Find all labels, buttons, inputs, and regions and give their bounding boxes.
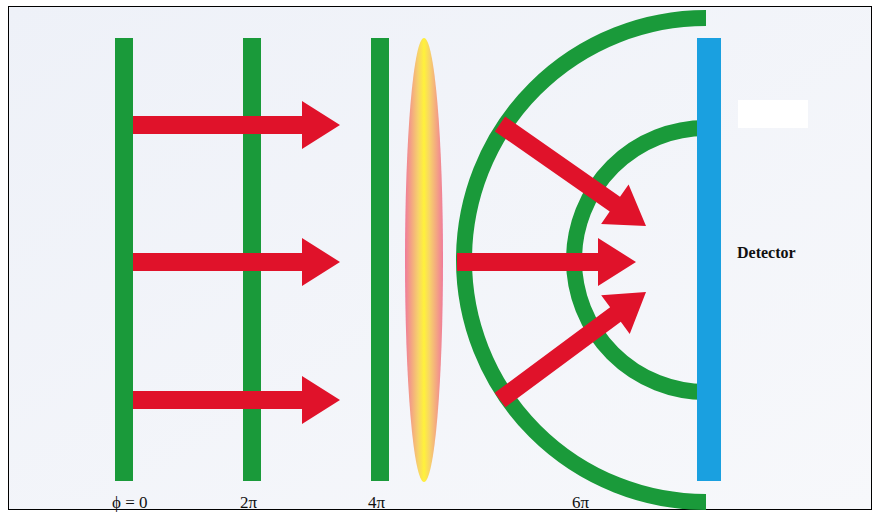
ray-arrow [457,238,636,286]
ray-arrow [133,101,340,149]
white-patch [738,100,808,128]
phase-label: 2π [240,494,257,513]
phase-label: 6π [572,494,589,513]
ray-arrow [495,292,646,407]
ray-arrow [495,117,646,226]
phase-label: ϕ = 0 [112,494,148,513]
detector-label: Detector [737,244,796,262]
plane-wavefront [115,38,133,481]
lens [405,38,443,482]
ray-arrow [133,376,340,424]
detector-bar [697,38,721,481]
frame [9,7,872,510]
ray-arrow [133,238,340,286]
plane-wavefront [371,38,389,481]
phase-label: 4π [368,494,385,513]
